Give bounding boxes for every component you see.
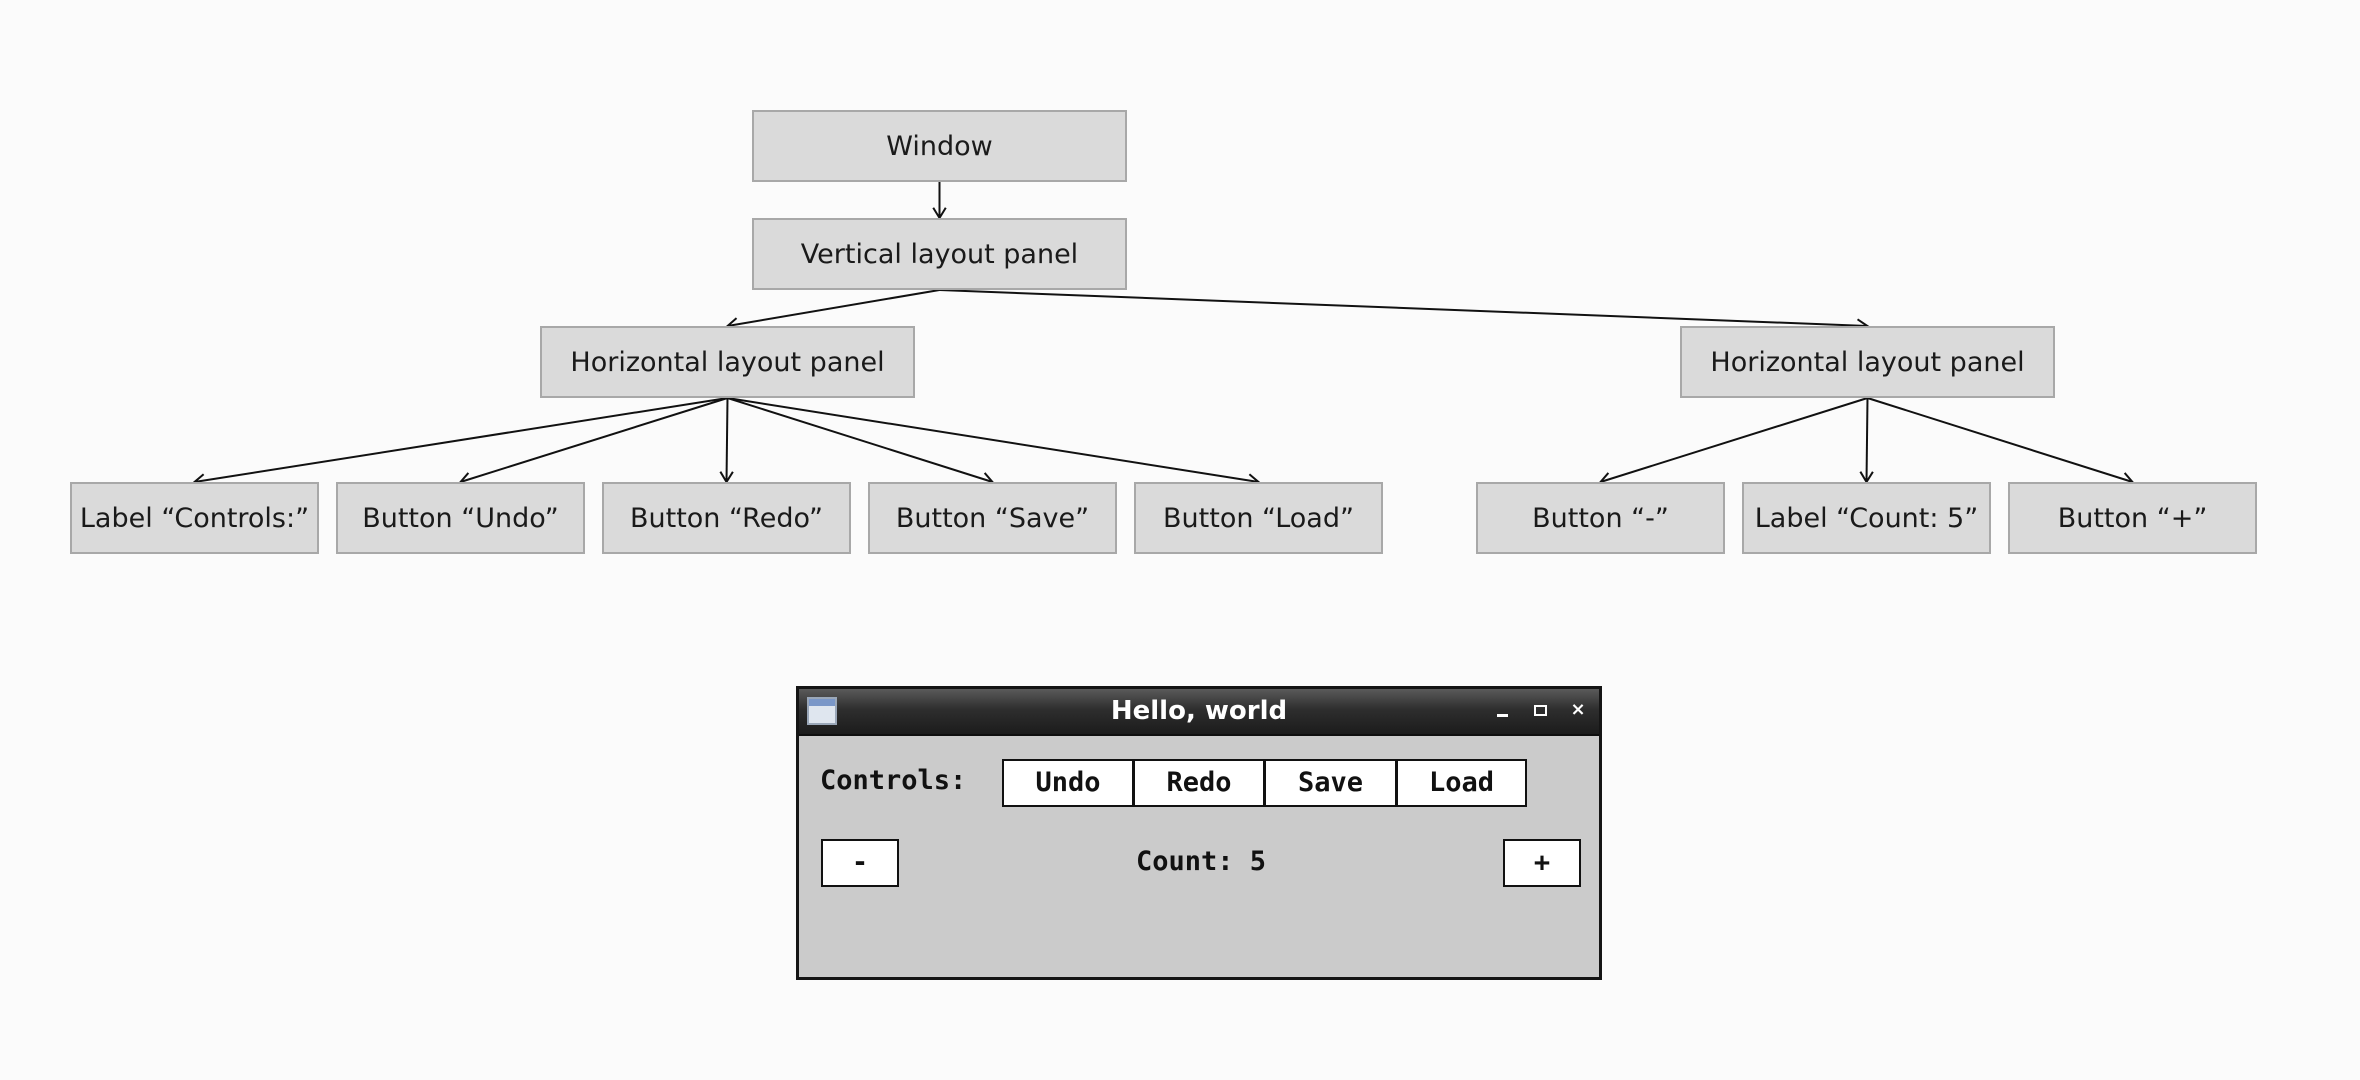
window-titlebar[interactable]: Hello, world × <box>799 689 1599 736</box>
node-button-redo: Button “Redo” <box>602 482 851 554</box>
node-label-controls: Label “Controls:” <box>70 482 319 554</box>
minimize-icon[interactable] <box>1491 699 1513 721</box>
edge-horizontal_panel_1-to-leaf_redo <box>719 397 734 484</box>
node-label-count: Label “Count: 5” <box>1742 482 1991 554</box>
node-window: Window <box>752 110 1127 182</box>
undo-button[interactable]: Undo <box>1002 759 1134 807</box>
node-vertical-layout-panel: Vertical layout panel <box>752 218 1127 290</box>
increment-button[interactable]: + <box>1503 839 1581 887</box>
node-button-undo: Button “Undo” <box>336 482 585 554</box>
edge-horizontal_panel_2-to-leaf_minus <box>1598 397 1868 486</box>
decrement-button[interactable]: - <box>821 839 899 887</box>
window-title: Hello, world <box>1110 696 1288 726</box>
edge-window-to-vertical_panel <box>932 182 947 220</box>
count-label: Count: 5 <box>1135 846 1267 877</box>
edge-horizontal_panel_2-to-leaf_plus <box>1867 397 2135 486</box>
node-horizontal-layout-panel-1: Horizontal layout panel <box>540 326 915 398</box>
save-button[interactable]: Save <box>1264 759 1397 807</box>
node-horizontal-layout-panel-2: Horizontal layout panel <box>1680 326 2055 398</box>
node-button-minus: Button “-” <box>1476 482 1725 554</box>
edge-horizontal_panel_2-to-leaf_count_label <box>1859 397 1874 484</box>
redo-button[interactable]: Redo <box>1133 759 1265 807</box>
controls-label: Controls: <box>820 765 967 796</box>
maximize-icon[interactable] <box>1529 699 1551 721</box>
hello-world-window: Hello, world × Controls: Undo Redo Save … <box>796 686 1602 980</box>
close-icon[interactable]: × <box>1570 699 1586 720</box>
edge-horizontal_panel_1-to-leaf_controls_label <box>192 397 728 488</box>
node-button-load: Button “Load” <box>1134 482 1383 554</box>
node-button-save: Button “Save” <box>868 482 1117 554</box>
window-app-icon[interactable] <box>807 697 837 725</box>
edge-horizontal_panel_1-to-leaf_save <box>727 397 995 486</box>
edge-horizontal_panel_1-to-leaf_load <box>727 397 1261 488</box>
load-button[interactable]: Load <box>1396 759 1527 807</box>
edge-horizontal_panel_1-to-leaf_undo <box>458 397 728 486</box>
edge-vertical_panel-to-horizontal_panel_1 <box>725 289 940 332</box>
node-button-plus: Button “+” <box>2008 482 2257 554</box>
